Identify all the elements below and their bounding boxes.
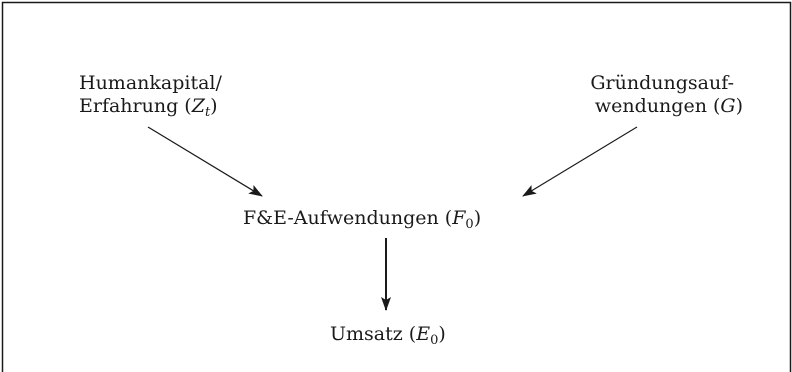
arrow-gruendung-to-fue	[522, 126, 638, 197]
humankapital-label-line1: Humankapital/	[79, 72, 222, 94]
humankapital-label-line2: Erfahrung (Zt)	[79, 95, 218, 120]
arrow-humankapital-to-fue	[147, 126, 263, 197]
umsatz-node-label: Umsatz (E0)	[330, 323, 446, 348]
fue-node-label: F&E-Aufwendungen (F0)	[243, 207, 482, 232]
gruendung-label-line2: wendungen (G)	[594, 95, 743, 117]
gruendung-label-line1: Gründungsauf-	[590, 72, 734, 94]
